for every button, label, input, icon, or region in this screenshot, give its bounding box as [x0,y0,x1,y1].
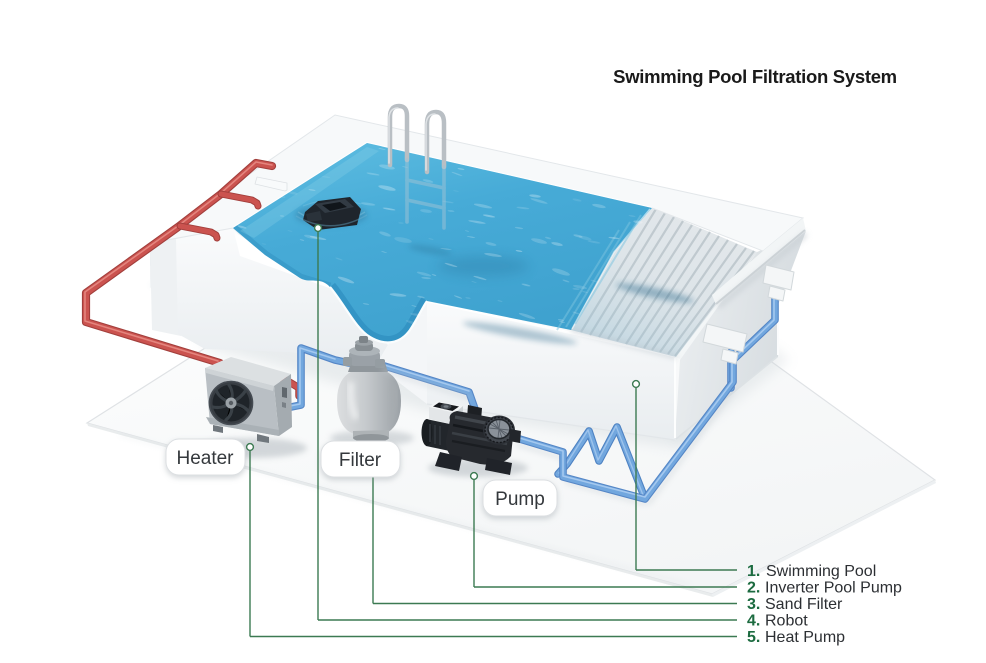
svg-text:Swimming Pool Filtration Syste: Swimming Pool Filtration System [613,66,897,87]
svg-text:Inverter Pool Pump: Inverter Pool Pump [765,580,902,597]
svg-text:Robot: Robot [765,613,808,630]
svg-text:1.: 1. [747,563,760,580]
svg-text:Heater: Heater [176,448,234,469]
svg-text:3.: 3. [747,596,760,613]
svg-text:2.: 2. [747,580,760,597]
svg-text:Heat Pump: Heat Pump [765,629,845,646]
svg-text:Swimming Pool: Swimming Pool [766,563,876,580]
svg-text:Filter: Filter [339,450,382,471]
svg-text:Pump: Pump [495,489,545,510]
svg-text:4.: 4. [747,613,760,630]
svg-text:5.: 5. [747,629,760,646]
svg-text:Sand Filter: Sand Filter [765,596,843,613]
